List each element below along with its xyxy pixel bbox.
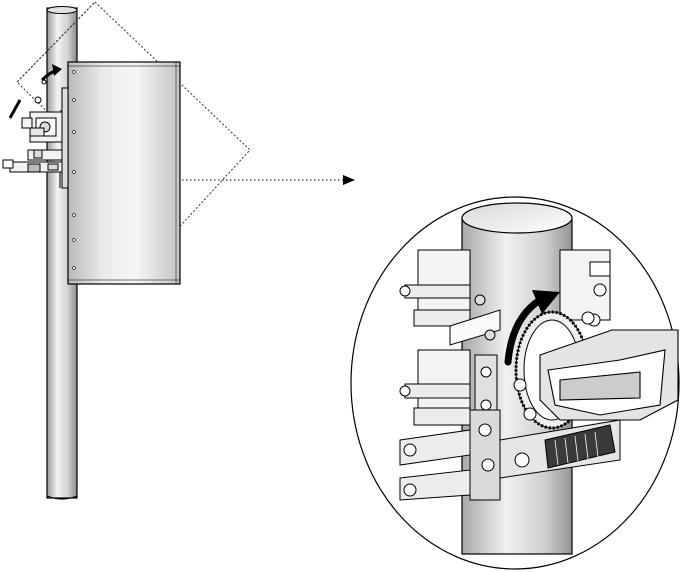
arrow-right-icon <box>182 175 355 185</box>
antenna-panel <box>68 62 180 284</box>
